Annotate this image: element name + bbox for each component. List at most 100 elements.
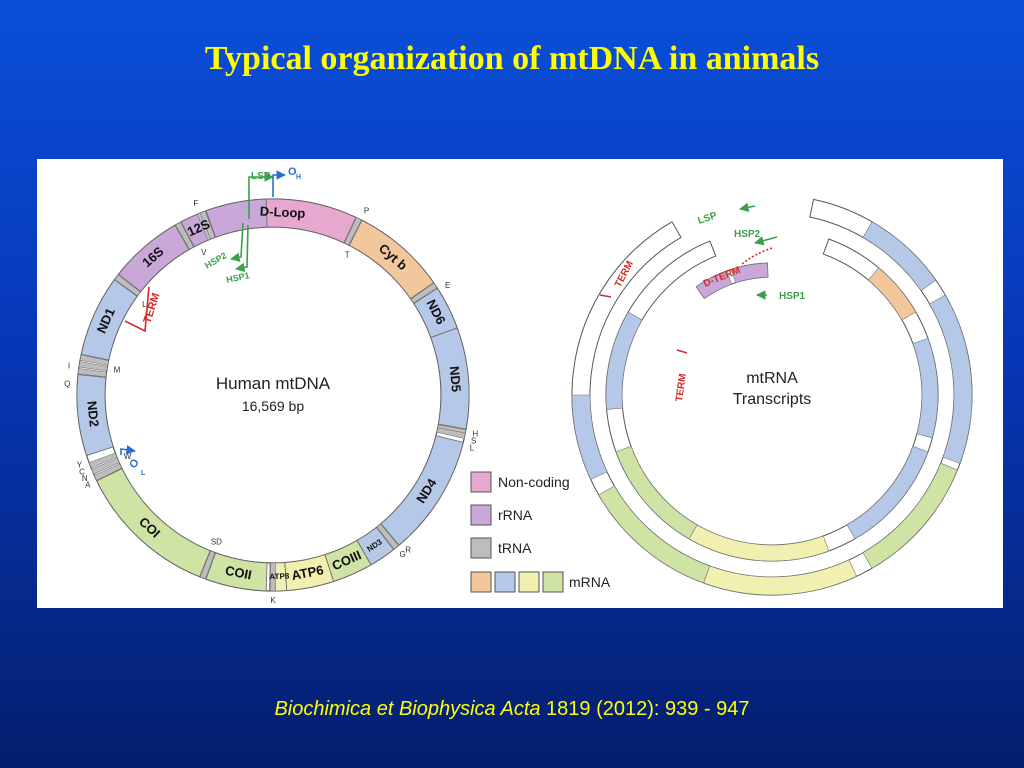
trna-letter: R [405,546,411,555]
trna-tick [199,210,216,240]
left-center-subtitle: 16,569 bp [242,398,304,414]
transcript-segment [867,267,917,321]
trna-letter: V [201,248,207,257]
trna-letter: I [68,361,70,370]
segment-nd4 [380,435,464,546]
legend-swatch-mrna-green [542,571,564,593]
trna-tick [93,463,123,481]
trna-tick [376,523,399,550]
gene-label-nd2: ND2 [84,400,102,427]
trna-letter: E [445,281,450,290]
legend-swatch-rrna [470,504,492,526]
trna-tick [175,221,194,250]
transcript-segment [846,445,929,540]
gene-label-coii: COII [224,563,253,583]
trna-letter: C [79,467,85,476]
transcript-segment [571,394,608,480]
right-hsp2-label: HSP2 [734,229,761,240]
transcript-segment [862,221,937,292]
trna-letter: G [400,550,406,559]
trna-letter: P [364,207,369,216]
transcript-segment [862,462,958,569]
gene-label-nd5: ND5 [447,365,464,392]
citation: Biochimica et Biophysica Acta 1819 (2012… [0,698,1024,721]
trna-letter: M [114,365,121,374]
origin-h-label: O [288,166,297,178]
trna-tick [114,274,141,297]
transcript-segment [615,445,698,540]
right-lsp-label: LSP [697,210,719,227]
transcript-segment [703,559,857,596]
trna-letter: T [345,251,350,260]
origin-h-sub: H [296,174,301,181]
left-center-title: Human mtDNA [216,374,331,393]
trna-tick [410,282,438,304]
segment-12s-b [205,198,268,238]
legend-rrna: rRNA [498,507,533,523]
segment-nd2 [76,374,114,457]
trna-letter: L [470,443,475,452]
trna-letter: Y [77,461,83,470]
trna-letter: N [82,474,88,483]
legend-noncoding: Non-coding [498,474,570,490]
trna-tick [77,368,107,378]
right-hsp1-label: HSP1 [779,291,806,302]
trna-tick [270,562,276,592]
citation-journal: Biochimica et Biophysica Acta [274,698,541,720]
right-term-inner-label: TERM [674,373,689,403]
trna-letter: S [471,436,476,445]
trna-letter: H [472,429,478,438]
right-center-title: mtRNA [746,370,798,387]
segment-nd1 [80,279,138,361]
legend-swatch-mrna-orange [470,571,492,593]
legend-trna: tRNA [498,540,532,556]
segment-16s [117,224,190,293]
trna-letter: K [270,596,276,605]
trna-letter: W [124,452,132,461]
trna-letter: F [193,199,198,208]
legend-mrna: mRNA [569,574,611,590]
segment-nd5 [430,327,470,430]
hsp1-label: HSP1 [225,270,250,285]
gene-label-atp6: ATP6 [290,562,325,583]
transcript-segment [598,485,711,584]
segment-coii [205,552,268,592]
lsp-label: LSP [251,171,271,182]
legend-swatch-trna [470,537,492,559]
transcript-segment [695,270,733,299]
trna-letter: L [142,300,147,309]
trna-tick [199,550,216,580]
hsp2-label: HSP2 [203,250,228,270]
segment-cyt-b [348,219,435,300]
trna-tick [88,452,118,469]
transcript-segment [605,311,643,410]
trna-tick [91,458,120,475]
transcript-segment [688,524,830,562]
trna-letter: Q [64,379,70,388]
transcript-segment [929,294,973,464]
trna-tick [344,217,362,246]
trna-tick [79,354,109,366]
legend-swatch-mrna-blue [494,571,516,593]
transcript-segment [912,337,939,439]
legend-swatch-mrna-yellow [518,571,540,593]
citation-details: 1819 (2012): 939 - 947 [540,698,750,720]
legend: Non-coding rRNA tRNA mRNA [470,471,611,593]
gene-label-d-loop: D-Loop [259,204,305,221]
legend-swatch-noncoding [470,471,492,493]
trna-tick [436,427,466,439]
gene-label-atp8: ATP8 [269,572,290,582]
trna-letter: SD [211,538,222,547]
origin-l-label: O [127,457,142,471]
trna-tick [78,361,108,372]
segment-coi [96,468,211,578]
origin-l-sub: L [141,470,146,477]
slide-title: Typical organization of mtDNA in animals [204,40,820,77]
transcript-segment [730,262,769,284]
right-center-subtitle: Transcripts [733,391,812,408]
trna-letter: A [85,480,91,489]
transcripts: LSP HSP2 HSP1 D-TERM TERM TERM mtRNA Tra… [571,198,973,596]
